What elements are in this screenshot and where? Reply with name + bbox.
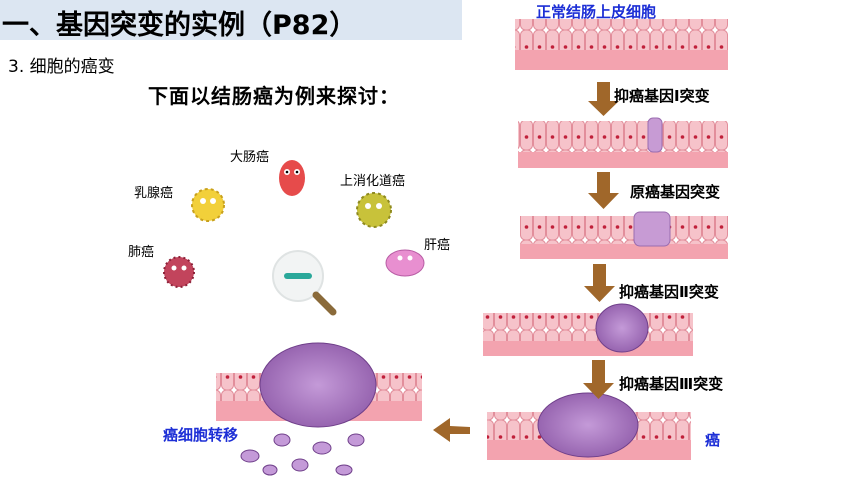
title-bar bbox=[0, 0, 462, 40]
epithelium-step3 bbox=[483, 303, 693, 356]
down-arrow-3 bbox=[584, 264, 615, 302]
label-step1: 抑癌基因Ⅰ突变 bbox=[614, 87, 710, 105]
label-digestive-cancer: 上消化道癌 bbox=[340, 174, 406, 189]
arrows bbox=[433, 82, 619, 442]
down-arrow-1 bbox=[588, 82, 619, 116]
germ-liver bbox=[385, 249, 425, 277]
germ-colon bbox=[279, 160, 305, 196]
label-lung-cancer: 肺癌 bbox=[128, 245, 155, 260]
label-normal-epithelium: 正常结肠上皮细胞 bbox=[536, 3, 657, 21]
label-step2: 原癌基因突变 bbox=[630, 183, 721, 201]
left-arrow bbox=[433, 418, 470, 442]
label-step4: 抑癌基因Ⅲ突变 bbox=[619, 375, 724, 393]
germ-digestive bbox=[356, 192, 392, 228]
lead-text: 下面以结肠癌为例来探讨： bbox=[148, 84, 400, 108]
page-title: 一、基因突变的实例（P82） bbox=[2, 10, 357, 41]
epithelium-metastasis bbox=[216, 342, 422, 476]
label-colon-cancer: 大肠癌 bbox=[230, 150, 270, 165]
label-metastasis: 癌细胞转移 bbox=[163, 426, 239, 444]
epithelium-step2 bbox=[520, 211, 728, 259]
label-cancer: 癌 bbox=[705, 431, 721, 449]
section-subtitle: 3. 细胞的癌变 bbox=[8, 57, 115, 77]
label-step3: 抑癌基因Ⅱ突变 bbox=[619, 283, 719, 301]
down-arrow-2 bbox=[588, 172, 619, 209]
germ-breast bbox=[191, 188, 225, 222]
label-liver-cancer: 肝癌 bbox=[424, 238, 451, 253]
epithelium-step1 bbox=[518, 117, 728, 168]
down-arrow-4 bbox=[583, 360, 614, 399]
germ-lung bbox=[163, 256, 195, 288]
label-breast-cancer: 乳腺癌 bbox=[134, 186, 174, 201]
epithelium-normal bbox=[515, 19, 728, 70]
magnifier-icon bbox=[272, 250, 337, 316]
epithelium-cancer bbox=[487, 392, 691, 460]
